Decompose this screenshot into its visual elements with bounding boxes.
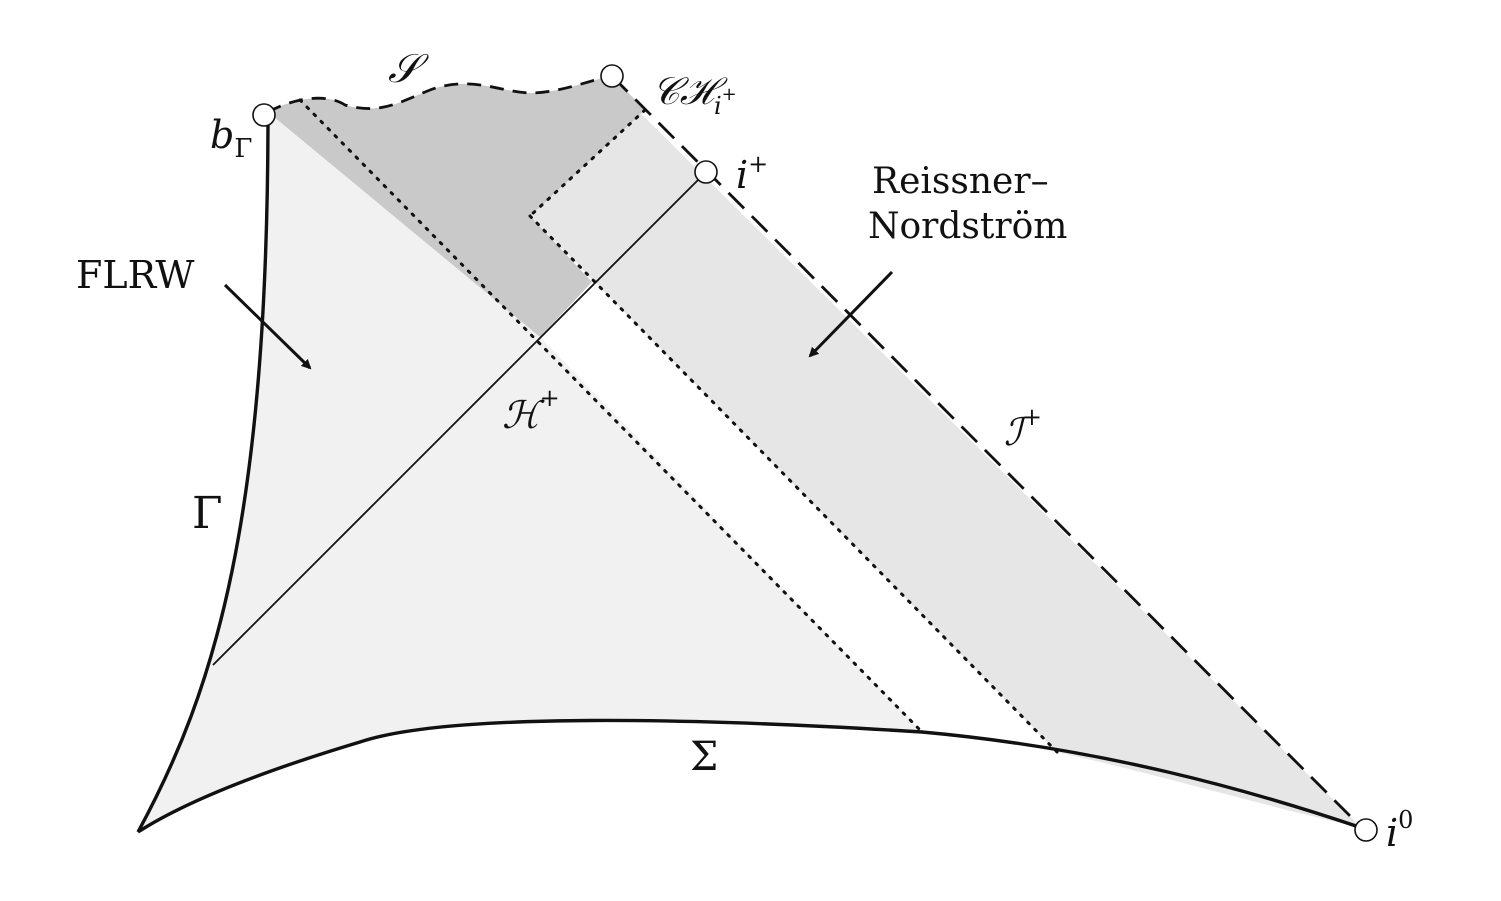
flrw-region — [138, 98, 922, 832]
scri-plus-line — [611, 75, 1363, 829]
null-line-left — [298, 98, 924, 734]
gamma-label: Γ — [192, 488, 223, 539]
horizon-label: ℋ+ — [502, 384, 560, 437]
flrw-label: FLRW — [76, 253, 194, 297]
b-gamma-point — [252, 103, 276, 127]
i-plus-point — [694, 160, 718, 184]
reissner-arrow — [808, 270, 894, 358]
i-zero-label: i0 — [1386, 806, 1413, 855]
cauchy-horizon-label: 𝒞ℋi+ — [652, 69, 737, 120]
singularity-curve — [267, 74, 613, 114]
singularity-label: 𝒮 — [388, 46, 429, 92]
reissner-label-line1: Reissner– — [872, 161, 1049, 202]
i-zero-point — [1354, 818, 1378, 842]
reissner-label-line2: Nordström — [868, 206, 1067, 247]
null-line-short — [528, 108, 647, 218]
trapped-region — [268, 76, 645, 337]
horizon-line — [212, 171, 707, 666]
sigma-curve — [137, 718, 1363, 834]
sigma-label: Σ — [690, 734, 718, 780]
i-plus-label: i+ — [736, 150, 768, 197]
scri-plus-label: ℐ+ — [1004, 403, 1042, 454]
flrw-arrow — [223, 283, 312, 370]
gamma-curve — [136, 111, 270, 833]
reissner-nordstrom-region — [530, 85, 1362, 828]
ch-point — [600, 64, 624, 88]
b-gamma-label: bΓ — [210, 113, 252, 164]
